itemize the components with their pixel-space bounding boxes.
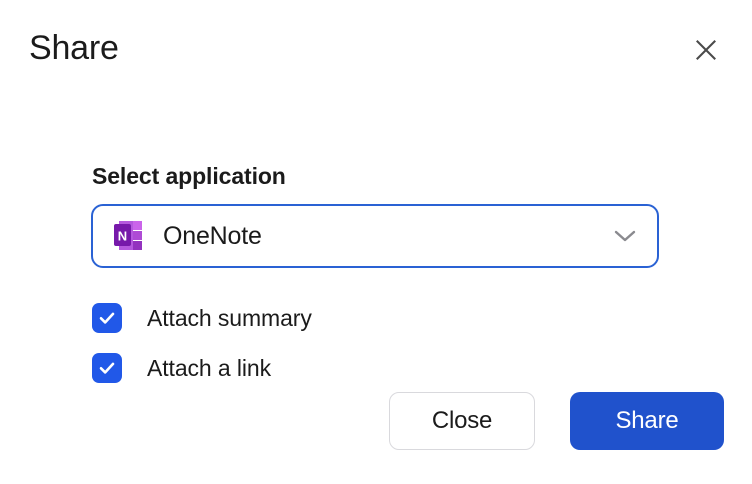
share-action-button[interactable]: Share: [570, 392, 724, 450]
onenote-icon: N: [113, 220, 143, 252]
close-icon: [693, 37, 719, 63]
application-select-dropdown[interactable]: N OneNote: [91, 204, 659, 268]
page-title: Share: [29, 29, 119, 67]
chevron-down-icon[interactable]: [613, 224, 637, 248]
check-icon: [97, 358, 117, 378]
select-application-label: Select application: [92, 163, 286, 189]
close-action-button[interactable]: Close: [389, 392, 535, 450]
checkbox-label: Attach summary: [147, 305, 312, 331]
checkbox-checked-box[interactable]: [92, 303, 122, 333]
close-button[interactable]: [688, 32, 724, 68]
svg-text:N: N: [118, 229, 127, 244]
checkbox-attach-summary[interactable]: Attach summary: [92, 303, 312, 333]
selected-application-name: OneNote: [163, 222, 262, 250]
checkbox-checked-box[interactable]: [92, 353, 122, 383]
checkbox-label: Attach a link: [147, 355, 271, 381]
checkbox-attach-a-link[interactable]: Attach a link: [92, 353, 271, 383]
check-icon: [97, 308, 117, 328]
